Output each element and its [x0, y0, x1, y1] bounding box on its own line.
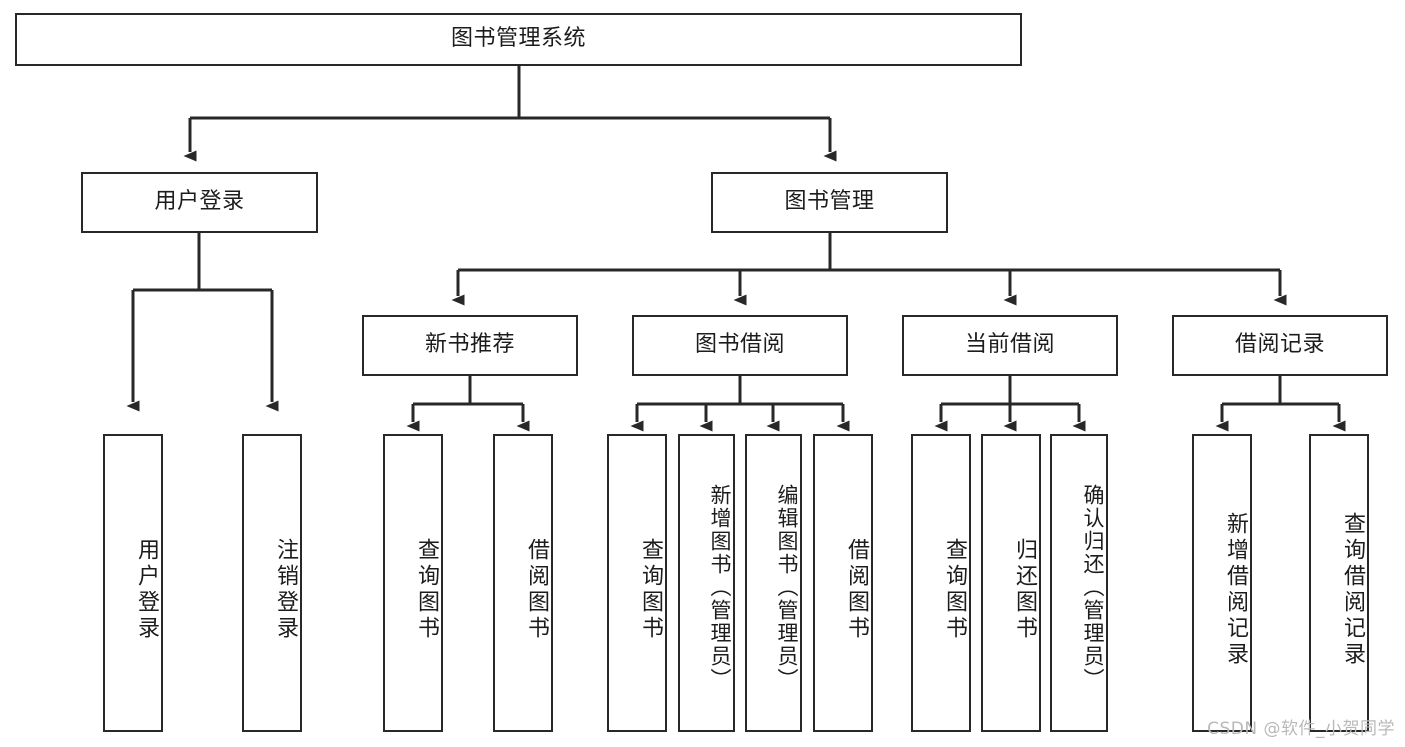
- node-leaf-query-book-current[interactable]: 查询图书: [911, 434, 971, 732]
- node-label: 图书管理系统: [450, 26, 586, 52]
- node-label: 查询图书: [942, 538, 967, 642]
- node-leaf-borrow-book[interactable]: 借阅图书: [813, 434, 873, 732]
- node-label: 用户登录: [154, 189, 245, 215]
- node-leaf-logout[interactable]: 注销登录: [242, 434, 302, 732]
- node-book-borrow[interactable]: 图书借阅: [632, 315, 848, 376]
- node-leaf-add-book-admin[interactable]: 新增图书（管理员）: [678, 434, 735, 732]
- node-user-login[interactable]: 用户登录: [81, 172, 318, 233]
- node-label: 借阅图书: [524, 538, 549, 642]
- node-leaf-edit-book-admin[interactable]: 编辑图书（管理员）: [745, 434, 802, 732]
- node-leaf-borrow-book-recommend[interactable]: 借阅图书: [493, 434, 553, 732]
- node-label: 用户登录: [134, 538, 159, 642]
- node-label: 图书借阅: [694, 332, 785, 358]
- node-label: 新书推荐: [424, 332, 515, 358]
- node-leaf-query-borrow-record[interactable]: 查询借阅记录: [1309, 434, 1369, 732]
- node-leaf-user-login[interactable]: 用户登录: [103, 434, 163, 732]
- node-label: 新增借阅记录: [1223, 512, 1248, 668]
- node-current-borrow[interactable]: 当前借阅: [902, 315, 1118, 376]
- node-leaf-query-book-recommend[interactable]: 查询图书: [383, 434, 443, 732]
- node-label: 查询图书: [638, 538, 663, 642]
- node-leaf-return-book[interactable]: 归还图书: [981, 434, 1041, 732]
- node-label: 图书管理: [784, 189, 875, 215]
- node-label: 当前借阅: [964, 332, 1055, 358]
- node-label: 查询图书: [414, 538, 439, 642]
- node-book-management[interactable]: 图书管理: [711, 172, 948, 233]
- node-root-system[interactable]: 图书管理系统: [15, 13, 1022, 66]
- watermark-credit: CSDN @软件_小贺同学: [1207, 719, 1395, 739]
- node-borrow-record[interactable]: 借阅记录: [1172, 315, 1388, 376]
- node-label: 确认归还（管理员）: [1081, 483, 1105, 691]
- node-leaf-confirm-return-admin[interactable]: 确认归还（管理员）: [1050, 434, 1108, 732]
- node-label: 归还图书: [1012, 538, 1037, 642]
- node-label: 借阅记录: [1234, 332, 1325, 358]
- node-new-book-recommend[interactable]: 新书推荐: [362, 315, 578, 376]
- node-label: 编辑图书（管理员）: [775, 483, 799, 691]
- node-leaf-add-borrow-record[interactable]: 新增借阅记录: [1192, 434, 1252, 732]
- node-leaf-query-book-borrow[interactable]: 查询图书: [607, 434, 667, 732]
- node-label: 新增图书（管理员）: [708, 483, 732, 691]
- node-label: 注销登录: [273, 538, 298, 642]
- node-label: 借阅图书: [844, 538, 869, 642]
- node-label: 查询借阅记录: [1340, 512, 1365, 668]
